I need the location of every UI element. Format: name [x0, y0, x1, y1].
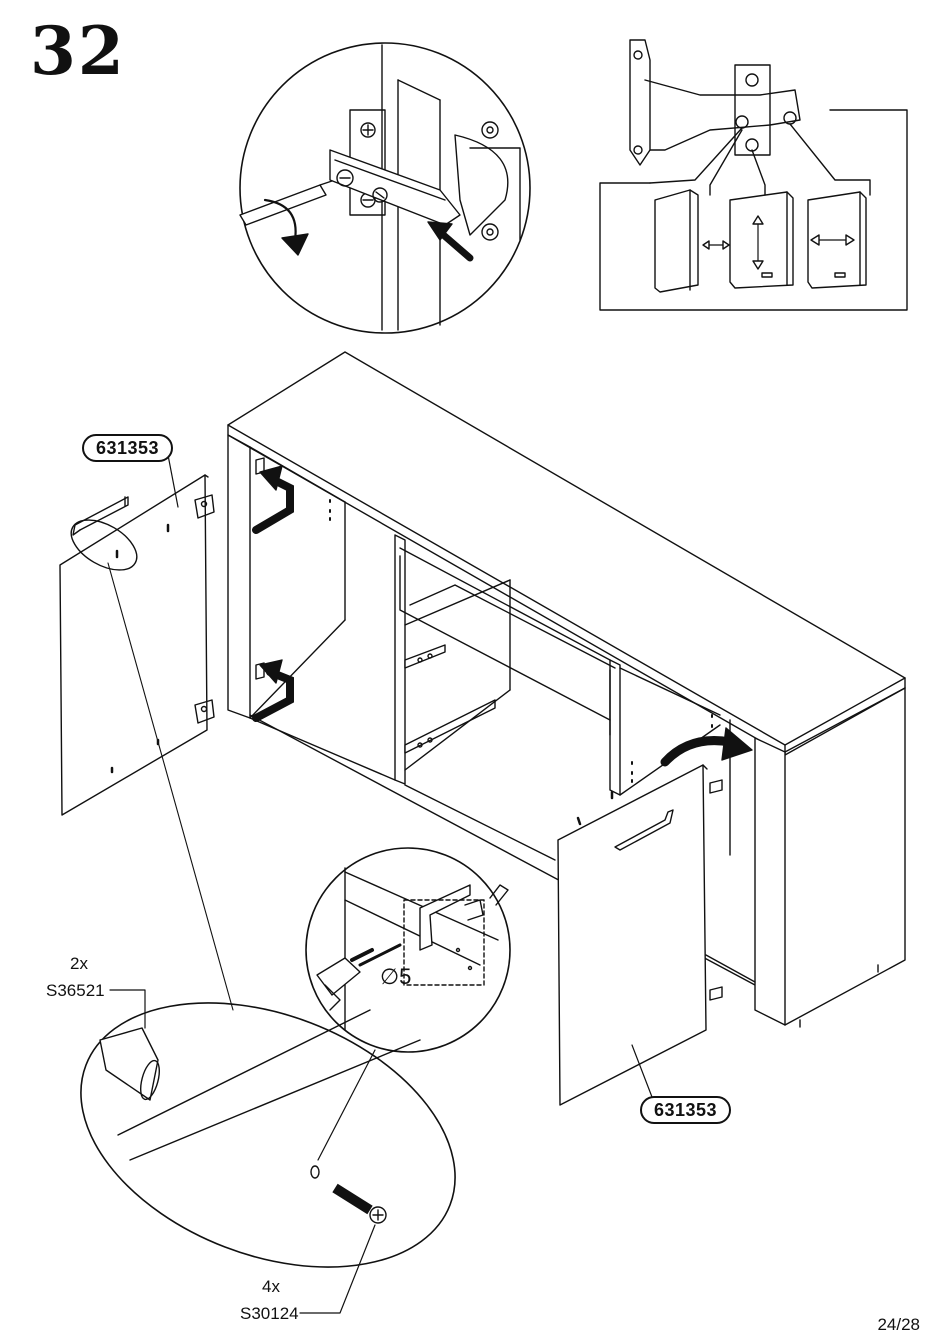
right-door — [558, 765, 707, 1105]
drill-detail-circle — [306, 848, 510, 1160]
step-number: 32 — [30, 18, 126, 84]
screw-quantity: 4x — [262, 1278, 280, 1295]
drill-diameter: ∅5 — [380, 966, 411, 988]
hinge-detail-circle — [240, 43, 530, 333]
pin-code: S36521 — [46, 982, 105, 999]
page-number: 24/28 — [877, 1315, 920, 1335]
pin-quantity: 2x — [70, 955, 88, 972]
part-label-door-right: 631353 — [640, 1096, 731, 1124]
adjustment-legend — [600, 40, 907, 310]
fitting-zoom-ellipse — [43, 953, 493, 1317]
left-door — [60, 455, 305, 1010]
diameter-symbol: ∅ — [380, 964, 399, 989]
diameter-value: 5 — [399, 964, 411, 989]
part-label-door-left: 631353 — [82, 434, 173, 462]
screw-code: S30124 — [240, 1305, 299, 1322]
